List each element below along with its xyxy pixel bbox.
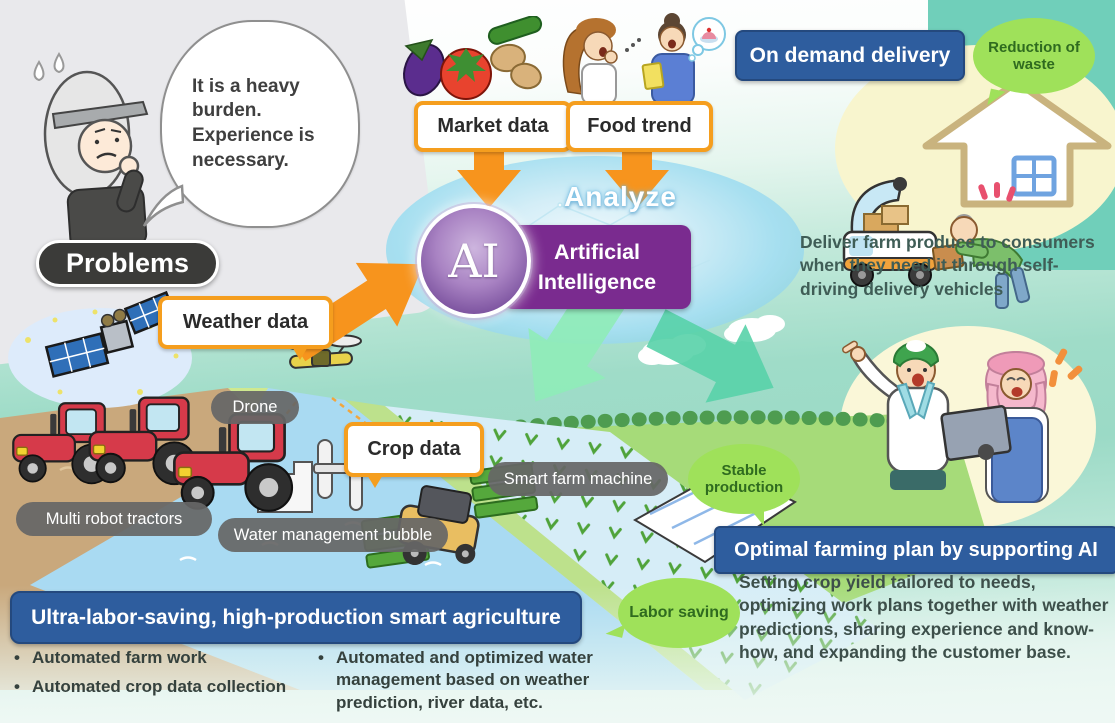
bullet-list-left: Automated farm work Automated crop data …: [12, 647, 307, 706]
house-icon: [922, 78, 1112, 208]
drone-label: Drone: [211, 391, 299, 424]
delivery-robot-icon: [842, 177, 938, 287]
weather-data-label: Weather data: [158, 296, 333, 360]
ai-circle: AI: [417, 204, 531, 318]
speech-bubble-tail: [142, 184, 184, 227]
bullet-list-right: Automated and optimized water management…: [316, 647, 621, 721]
analyze-title: Analyze: [564, 181, 677, 212]
food-trend-label: Food trend: [566, 101, 713, 152]
optimal-plan-description: Setting crop yield tailored to needs, op…: [739, 572, 1109, 663]
on-demand-delivery-banner: On demand delivery: [735, 30, 965, 81]
bullet-item: Automated farm work: [12, 647, 307, 670]
labor-saving-bubble: Labor saving: [618, 578, 740, 648]
consumer-icon: [932, 182, 1031, 309]
bullet-item: Automated and optimized water management…: [316, 647, 621, 714]
water-management-label: Water management bubble: [218, 518, 448, 552]
problems-speech-bubble: It is a heavy burden. Experience is nece…: [160, 20, 360, 228]
delivery-description: Deliver farm produce to consumers when t…: [800, 232, 1095, 299]
multi-robot-tractors-label: Multi robot tractors: [16, 502, 212, 536]
bullet-item: Automated crop data collection: [12, 676, 307, 699]
ai-name-line1: Artificial: [553, 239, 641, 264]
artificial-intelligence-box: Artificial Intelligence: [503, 225, 691, 309]
farmers-icon: [842, 340, 1083, 503]
ai-abbr: AI: [448, 234, 500, 288]
crop-data-label: Crop data: [344, 422, 484, 488]
problems-speech-text: It is a heavy burden. Experience is nece…: [192, 75, 315, 171]
stable-production-bubble: Stable production: [688, 444, 800, 526]
smart-agriculture-banner: Ultra-labor-saving, high-production smar…: [10, 591, 582, 644]
market-data-label: Market data: [414, 101, 572, 152]
ai-name-line2: Intelligence: [537, 270, 657, 294]
smart-farm-machine-label: Smart farm machine: [488, 462, 668, 496]
reduction-of-waste-bubble: Reduction of waste: [973, 18, 1095, 94]
problems-badge: Problems: [36, 240, 220, 287]
vegetables-icon: [403, 16, 543, 100]
optimal-plan-banner: Optimal farming plan by supporting AI: [714, 526, 1115, 574]
food-trend-people-icon: [562, 13, 726, 105]
worried-farmer-icon: [33, 52, 149, 251]
